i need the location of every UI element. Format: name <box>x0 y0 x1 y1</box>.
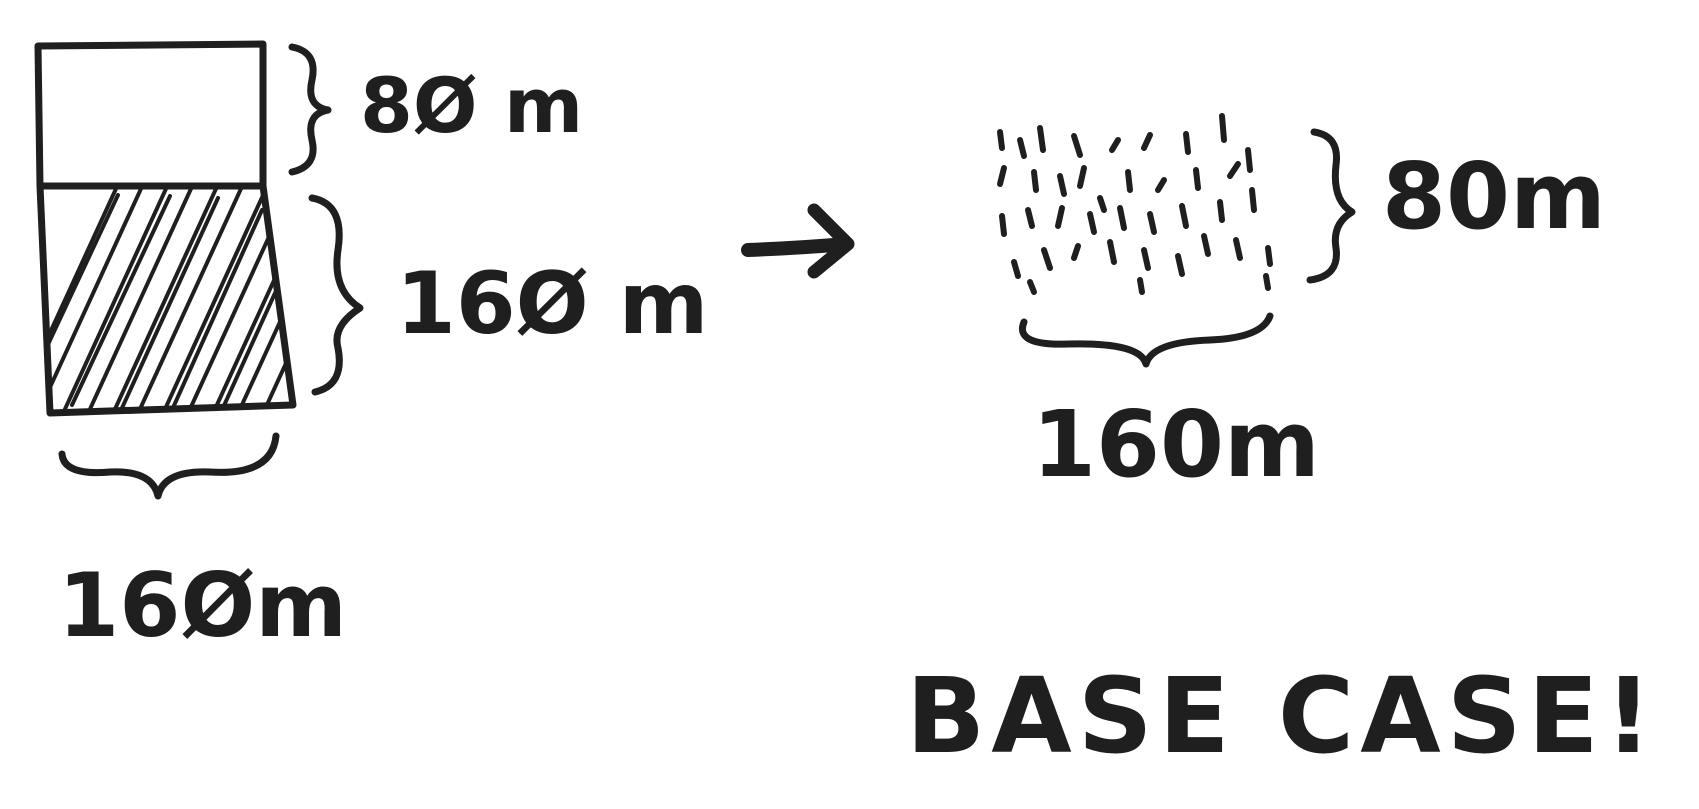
base-case-caption: BASE CASE! <box>906 655 1658 777</box>
right-width-label: 160m <box>1032 391 1320 498</box>
brace-bottom-height <box>308 194 364 396</box>
brace-top-height <box>288 43 332 176</box>
bottom-height-label: 16Ø m <box>396 254 708 354</box>
brace-width <box>58 432 280 500</box>
top-height-label: 8Ø m <box>360 61 583 150</box>
left-rectangle-figure <box>34 40 364 500</box>
brace-right-width <box>1019 312 1274 368</box>
hatch-lines <box>42 188 293 413</box>
particle-cloud <box>997 113 1273 295</box>
right-braces <box>1019 128 1356 368</box>
transformation-arrow <box>741 203 855 279</box>
hatched-bottom-block <box>36 182 297 417</box>
brace-right-height <box>1306 128 1356 284</box>
right-height-label: 80m <box>1382 143 1606 250</box>
empty-top-block <box>34 40 267 190</box>
left-width-label: 16Øm <box>58 554 347 657</box>
